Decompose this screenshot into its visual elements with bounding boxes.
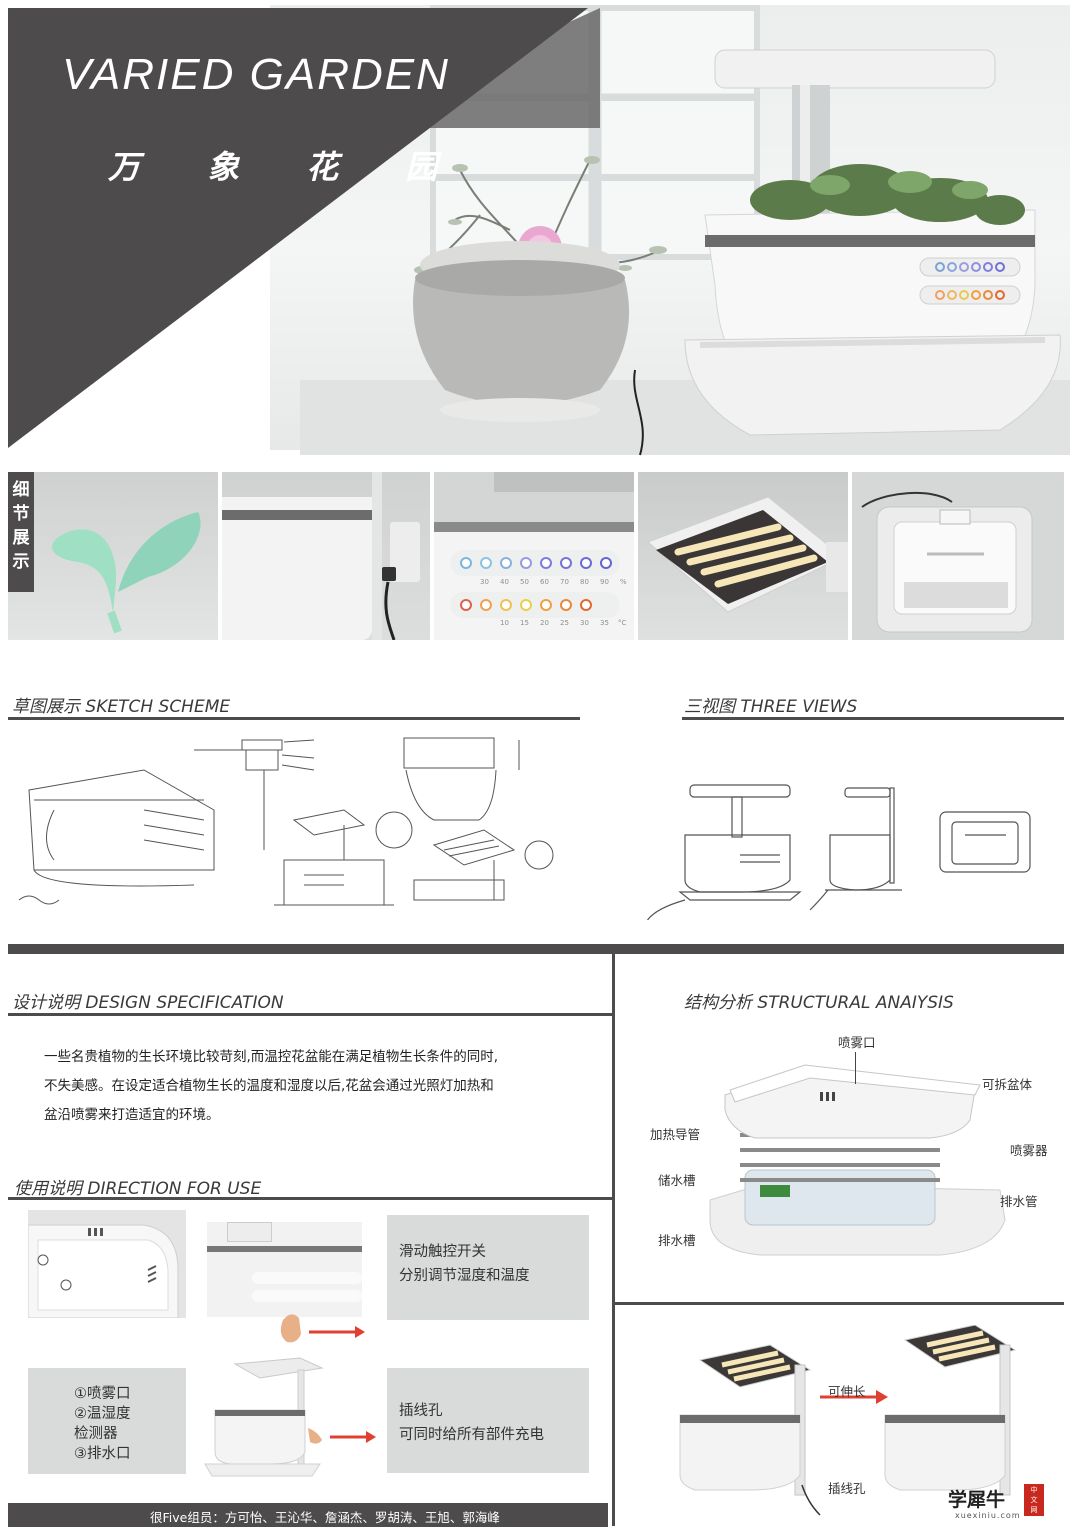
label-extendable: 可伸长 xyxy=(828,1384,866,1399)
spec-section-rule xyxy=(8,1013,612,1016)
use-photo-slider xyxy=(207,1222,362,1317)
structure-section-title: 结构分析 STRUCTURAL ANAIYSIS xyxy=(684,993,954,1013)
three-views-drawings xyxy=(646,784,1031,920)
spec-section-title: 设计说明 DESIGN SPECIFICATION xyxy=(12,993,284,1013)
legend-item: ②温湿度 xyxy=(74,1406,131,1422)
legend-item: ③排水口 xyxy=(74,1446,131,1462)
detail-label-text: 细节展示 xyxy=(12,480,30,572)
top-view-icon xyxy=(861,492,1033,633)
detail-rim-panel xyxy=(222,472,430,640)
exploded-structure-illustration xyxy=(709,1064,1006,1256)
spec-line: 不失美感。在设定适合植物生长的温度和湿度以后,花盆会通过光照灯加热和 xyxy=(44,1078,494,1094)
grow-lamp-icon xyxy=(647,496,848,613)
sketch-drawings xyxy=(18,737,554,906)
smart-planter-illustration xyxy=(684,49,1061,436)
plug-instruction-line2: 可同时给所有部件充电 xyxy=(399,1427,544,1443)
sketch-section-title: 草图展示 SKETCH SCHEME xyxy=(12,697,231,717)
spec-paragraph: 一些名贵植物的生长环境比较苛刻,而温控花盆能在满足植物生长条件的同时, 不失美感… xyxy=(44,1043,589,1130)
slider-instruction-line1: 滑动触控开关 xyxy=(399,1244,486,1260)
hero-subtitle: 万 象 花 园 xyxy=(108,148,466,186)
plug-instruction-panel: 插线孔 可同时给所有部件充电 xyxy=(387,1368,589,1473)
label-drain-tank: 排水槽 xyxy=(658,1233,696,1248)
watermark-badge-text: 中文网 xyxy=(1030,1486,1038,1514)
detail-touch-panel: 30 40 50 60 70 80 90 % 10 15 20 25 30 35… xyxy=(434,472,634,640)
label-heating-pipe: 加热导管 xyxy=(650,1127,701,1142)
label-plug-hole: 插线孔 xyxy=(828,1481,866,1496)
label-drain-pipe: 排水管 xyxy=(1000,1194,1038,1209)
detail-section-label: 细节展示 xyxy=(8,472,34,592)
three-views-section-title: 三视图 THREE VIEWS xyxy=(684,697,858,717)
spec-line: 一些名贵植物的生长环境比较苛刻,而温控花盆能在满足植物生长条件的同时, xyxy=(44,1049,499,1065)
detail-top-view-panel xyxy=(852,472,1064,640)
footer-members: 很Five组员：方可怡、王沁华、詹涵杰、罗胡涛、王旭、郭海峰 xyxy=(150,1510,500,1525)
label-spray-port: 喷雾口 xyxy=(838,1035,876,1050)
extendable-lamp-illustration xyxy=(679,1325,1017,1516)
flower-pot-illustration xyxy=(413,156,667,456)
use-photo-corner xyxy=(27,1210,186,1319)
parts-legend-panel: ①喷雾口 ②温湿度 检测器 ③排水口 xyxy=(28,1368,186,1474)
use-section-rule xyxy=(8,1197,612,1200)
structure-bottom-rule xyxy=(614,1302,1064,1305)
detail-lamp-panel xyxy=(638,472,848,640)
spec-line: 盆沿喷雾来打造适宜的环境。 xyxy=(44,1107,220,1123)
finger-swipe-icon xyxy=(280,1314,365,1343)
three-views-section-rule xyxy=(682,717,1064,720)
hero-title: VARIED GARDEN xyxy=(62,50,450,99)
plug-usage-illustration xyxy=(204,1357,376,1477)
temperature-scale: 10 15 20 25 30 35 °C xyxy=(500,619,627,627)
label-reservoir: 储水槽 xyxy=(658,1173,696,1188)
legend-item: 检测器 xyxy=(74,1426,118,1442)
watermark-url: xuexiniu.com xyxy=(955,1511,1021,1520)
temperature-slider[interactable] xyxy=(450,592,620,618)
section-divider-band xyxy=(8,944,1064,954)
label-sprayer: 喷雾器 xyxy=(1010,1143,1048,1158)
watermark-logo: 学犀牛 xyxy=(948,1489,1006,1511)
humidity-scale: 30 40 50 60 70 80 90 % xyxy=(480,578,627,586)
watermark-badge: 中文网 xyxy=(1024,1484,1044,1516)
planter-corner-icon xyxy=(27,1224,179,1319)
legend-item: ①喷雾口 xyxy=(74,1386,131,1402)
slider-instruction-line2: 分别调节湿度和温度 xyxy=(399,1268,530,1284)
vertical-divider xyxy=(612,954,615,1526)
sketch-section-rule xyxy=(8,717,580,720)
humidity-slider[interactable] xyxy=(450,550,620,576)
footer-band xyxy=(8,1503,608,1527)
power-cable-icon xyxy=(384,581,396,640)
detail-leaf-panel xyxy=(8,472,218,640)
parts-legend-list: ①喷雾口 ②温湿度 检测器 ③排水口 xyxy=(74,1384,131,1464)
plug-instruction-line1: 插线孔 xyxy=(399,1403,443,1419)
slider-instruction-panel: 滑动触控开关 分别调节湿度和温度 xyxy=(387,1215,589,1320)
leaf-logo-icon xyxy=(51,512,201,634)
label-detachable-body: 可拆盆体 xyxy=(982,1077,1033,1092)
use-section-title: 使用说明 DIRECTION FOR USE xyxy=(14,1179,262,1199)
